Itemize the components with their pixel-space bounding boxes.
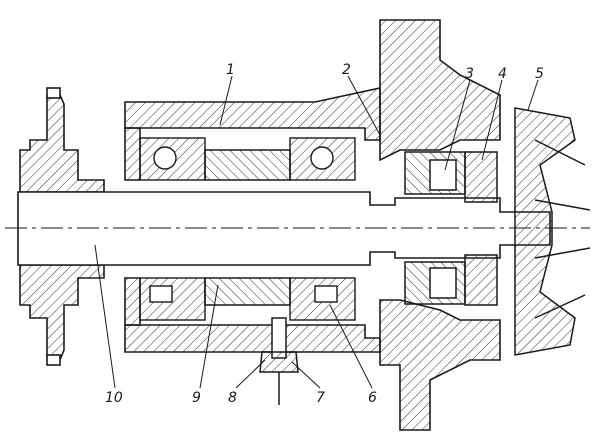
leader-lines: [94, 75, 539, 389]
callout-4: 4: [498, 66, 507, 82]
bearing-upper-left: [139, 137, 206, 181]
pump-body: [379, 19, 501, 431]
drain-bolt: [259, 317, 299, 405]
bearing-upper-right: [289, 137, 356, 181]
shaft: [5, 191, 590, 266]
callout-10: 10: [105, 390, 123, 406]
seal-assembly: [404, 151, 498, 306]
impeller: [514, 107, 591, 356]
callout-6: 6: [368, 390, 377, 406]
bearing-lower-left: [139, 277, 206, 321]
callout-3: 3: [465, 66, 474, 82]
callout-1: 1: [226, 62, 235, 78]
callout-5: 5: [535, 66, 544, 82]
callout-8: 8: [228, 390, 237, 406]
callout-7: 7: [316, 390, 325, 406]
callout-labels: 1 2 3 4 5 6 7 8 9 10: [105, 62, 544, 406]
callout-9: 9: [192, 390, 201, 406]
callout-2: 2: [342, 62, 351, 78]
bearing-lower-right: [289, 277, 356, 321]
